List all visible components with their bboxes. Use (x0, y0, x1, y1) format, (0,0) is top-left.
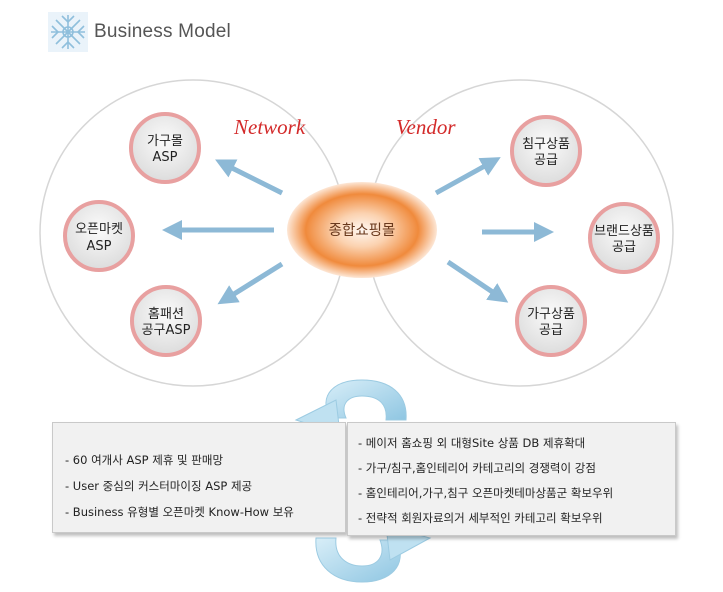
node-homefashion-asp: 홈패션 공구ASP (130, 285, 202, 357)
center-hub-label: 종합쇼핑몰 (329, 222, 396, 239)
arrow-to-furniture-supply (446, 259, 509, 303)
node-bedding-supply: 침구상품 공급 (510, 115, 582, 187)
center-hub (287, 182, 437, 278)
svg-text:브랜드상품: 브랜드상품 (594, 224, 654, 239)
svg-text:공급: 공급 (612, 240, 636, 255)
arrow-to-bedding-supply (434, 157, 501, 196)
list-item: - 전략적 회원자료의거 세부적인 카테고리 확보우위 (358, 511, 603, 525)
node-brand-supply: 브랜드상품 공급 (588, 202, 660, 274)
list-item: - 60 여개사 ASP 제휴 및 판매망 (65, 453, 224, 467)
list-item: - 메이저 홈쇼핑 외 대형Site 상품 DB 제휴확대 (358, 436, 586, 450)
cycle-arrow-icon (294, 379, 432, 583)
list-item: - 가구/침구,홈인테리어 카테고리의 경쟁력이 강점 (358, 461, 596, 475)
svg-text:오픈마켓: 오픈마켓 (75, 222, 123, 237)
node-furniture-asp: 가구몰 ASP (129, 112, 201, 184)
page-title: Business Model (94, 21, 231, 42)
list-item: - Business 유형별 오픈마켓 Know-How 보유 (65, 505, 294, 519)
list-item: - User 중심의 커스터마이징 ASP 제공 (65, 479, 253, 493)
list-item: - 홈인테리어,가구,침구 오픈마켓테마상품군 확보우위 (358, 486, 614, 500)
snowflake-logo-icon (48, 12, 88, 52)
svg-text:홈패션: 홈패션 (148, 307, 184, 322)
svg-text:ASP: ASP (153, 150, 178, 165)
header: Business Model (48, 10, 231, 54)
svg-text:ASP: ASP (87, 239, 112, 254)
svg-text:가구몰: 가구몰 (147, 134, 183, 149)
svg-text:침구상품: 침구상품 (522, 137, 570, 152)
network-label: Network (233, 115, 306, 139)
vendor-label: Vendor (396, 115, 456, 139)
node-openmarket-asp: 오픈마켓 ASP (63, 200, 135, 272)
svg-text:공급: 공급 (539, 323, 563, 338)
svg-text:공구ASP: 공구ASP (142, 323, 191, 338)
vendor-strengths-box: - 메이저 홈쇼핑 외 대형Site 상품 DB 제휴확대 - 가구/침구,홈인… (347, 422, 676, 536)
arrow-to-furniture-asp (215, 159, 284, 196)
svg-text:공급: 공급 (534, 153, 558, 168)
network-strengths-box: - 60 여개사 ASP 제휴 및 판매망 - User 중심의 커스터마이징 … (52, 422, 346, 533)
svg-text:가구상품: 가구상품 (527, 307, 575, 322)
node-furniture-supply: 가구상품 공급 (515, 285, 587, 357)
arrow-to-homefashion-asp (217, 261, 284, 305)
